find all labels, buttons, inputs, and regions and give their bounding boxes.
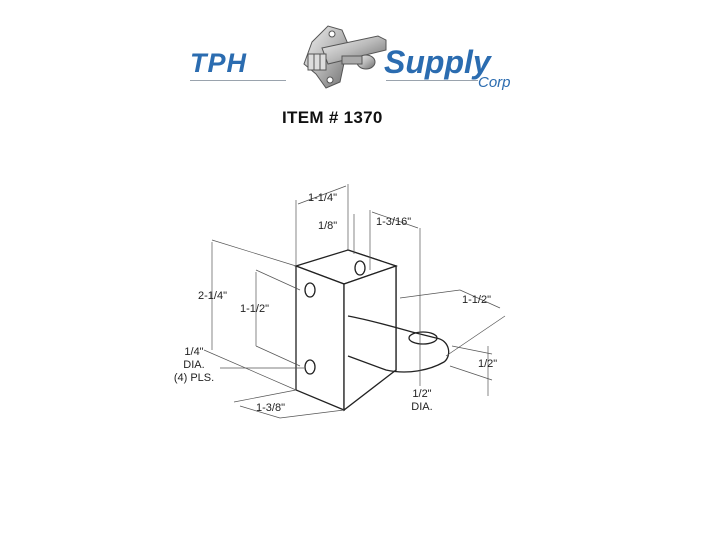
dim-ear-length: 1-1/2" xyxy=(462,294,491,306)
dim-base-width: 1-3/8" xyxy=(256,402,285,414)
dim-ear-hole-dia-suffix: DIA. xyxy=(411,401,433,413)
dim-hole-callout: 1/4" DIA. (4) PLS. xyxy=(172,346,216,385)
dim-hole-count: (4) PLS. xyxy=(173,372,215,384)
logo-right-text: Supply xyxy=(384,44,491,80)
item-number-title: ITEM # 1370 xyxy=(282,108,383,127)
logo-rule-right xyxy=(386,80,478,81)
door-latch-hardware-icon xyxy=(303,25,387,89)
dim-hole-spacing: 1-1/2" xyxy=(240,303,269,315)
dim-thickness: 1/8" xyxy=(318,220,338,232)
dim-ear-thickness: 1/2" xyxy=(478,358,498,370)
logo-sub-text: Corp xyxy=(478,74,511,91)
dim-depth: 1-3/16" xyxy=(376,216,412,228)
logo-rule-left xyxy=(190,80,286,81)
dim-top-width: 1-1/4" xyxy=(308,192,337,204)
technical-drawing: 1-1/4" 1/8" 1-3/16" 2-1/4" 1-1/2" 1/4" D… xyxy=(160,170,560,440)
dim-height: 2-1/4" xyxy=(198,290,227,302)
dim-ear-hole-callout: 1/2" DIA. xyxy=(402,388,442,414)
company-logo: TPH Supply Corp xyxy=(186,24,536,94)
dim-hole-dia: 1/4" xyxy=(184,346,204,358)
bracket-line-drawing xyxy=(203,184,506,419)
dim-ear-hole-dia: 1/2" xyxy=(412,388,432,400)
logo-left-text: TPH xyxy=(190,48,247,78)
dim-hole-dia-suffix: DIA. xyxy=(183,359,205,371)
